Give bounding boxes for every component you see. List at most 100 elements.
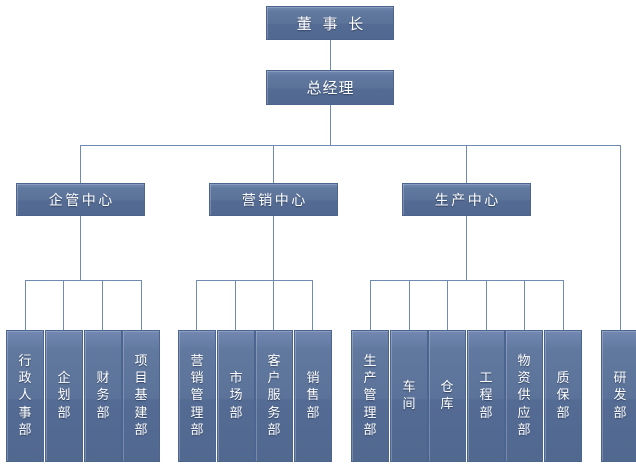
node-dept-marketing-mgmt[interactable]: 营 销 管 理 部 (178, 330, 216, 462)
char: 物 (517, 354, 531, 370)
connector-group-production-drop-1 (370, 280, 371, 330)
char: 部 (96, 405, 110, 421)
connector-group-admin-drop-2 (63, 280, 64, 330)
connector-main-bus (80, 145, 620, 146)
connector-group-production-drop-5 (524, 280, 525, 330)
char: 供 (517, 388, 531, 404)
connector-group-production-drop-6 (563, 280, 564, 330)
char: 部 (556, 405, 570, 421)
char: 管 (363, 388, 377, 404)
char: 部 (517, 422, 531, 438)
connector-group-production-drop-2 (409, 280, 410, 330)
char: 财 (96, 371, 110, 387)
char: 部 (613, 405, 627, 421)
char: 行 (18, 354, 32, 370)
connector-gm-drop (330, 105, 331, 145)
char: 理 (190, 405, 204, 421)
node-dept-project-construction[interactable]: 项 目 基 建 部 (122, 330, 160, 462)
char: 间 (402, 397, 416, 412)
char: 售 (306, 388, 320, 404)
node-dept-material-supply[interactable]: 物 资 供 应 部 (505, 330, 543, 462)
char: 销 (306, 371, 320, 387)
node-center-production-label: 生产中心 (434, 192, 501, 209)
connector-center-admin-drop (80, 216, 81, 280)
node-center-admin[interactable]: 企管中心 (16, 183, 145, 216)
connector-group-marketing-drop-3 (273, 280, 274, 330)
char: 企 (57, 371, 71, 387)
connector-group-marketing-drop-1 (196, 280, 197, 330)
char: 质 (556, 371, 570, 387)
char: 部 (18, 422, 32, 438)
node-dept-market[interactable]: 市 场 部 (217, 330, 255, 462)
char: 户 (267, 371, 281, 387)
char: 服 (267, 388, 281, 404)
char: 政 (18, 371, 32, 387)
char: 场 (229, 388, 243, 404)
connector-group-admin-drop-3 (102, 280, 103, 330)
char: 工 (479, 371, 493, 387)
connector-group-production-bus (370, 280, 563, 281)
node-dept-production-mgmt[interactable]: 生 产 管 理 部 (351, 330, 389, 462)
char: 部 (134, 422, 148, 438)
char: 产 (363, 371, 377, 387)
connector-group-production-drop-3 (447, 280, 448, 330)
char: 市 (229, 371, 243, 387)
char: 目 (134, 371, 148, 387)
connector-chairman-to-gm (330, 40, 331, 70)
node-center-marketing-label: 营销中心 (241, 192, 308, 209)
node-general-manager-label: 总经理 (306, 79, 355, 97)
node-dept-engineering[interactable]: 工 程 部 (467, 330, 505, 462)
char: 人 (18, 388, 32, 404)
node-dept-customer-service[interactable]: 客 户 服 务 部 (255, 330, 293, 462)
node-dept-admin-hr[interactable]: 行 政 人 事 部 (6, 330, 44, 462)
char: 管 (190, 388, 204, 404)
char: 务 (267, 405, 281, 421)
node-dept-planning[interactable]: 企 划 部 (45, 330, 83, 462)
connector-group-marketing-bus (196, 280, 312, 281)
char: 部 (267, 422, 281, 438)
char: 营 (190, 354, 204, 370)
char: 部 (229, 405, 243, 421)
char: 部 (306, 405, 320, 421)
node-dept-sales[interactable]: 销 售 部 (294, 330, 332, 462)
char: 生 (363, 354, 377, 370)
char: 销 (190, 371, 204, 387)
node-center-admin-label: 企管中心 (48, 192, 115, 209)
node-chairman-label: 董 事 长 (296, 14, 367, 33)
char: 发 (613, 388, 627, 404)
node-dept-rnd[interactable]: 研 发 部 (601, 330, 636, 462)
char: 应 (517, 405, 531, 421)
char: 划 (57, 388, 71, 404)
node-chairman[interactable]: 董 事 长 (266, 6, 394, 40)
node-dept-warehouse[interactable]: 仓 库 (428, 330, 466, 462)
char: 仓 (440, 379, 454, 395)
char: 保 (556, 388, 570, 404)
node-dept-quality[interactable]: 质 保 部 (544, 330, 582, 462)
char: 部 (57, 405, 71, 421)
node-center-marketing[interactable]: 营销中心 (209, 183, 338, 216)
char: 部 (190, 422, 204, 438)
connector-bus-to-center-marketing (273, 145, 274, 183)
connector-bus-to-center-production (466, 145, 467, 183)
char: 资 (517, 371, 531, 387)
connector-group-marketing-drop-4 (312, 280, 313, 330)
char: 建 (134, 405, 148, 421)
char: 部 (479, 405, 493, 421)
connector-bus-to-rnd (620, 145, 621, 330)
char: 研 (613, 371, 627, 387)
char: 事 (18, 405, 32, 421)
node-dept-finance[interactable]: 财 务 部 (84, 330, 122, 462)
char: 程 (479, 388, 493, 404)
node-general-manager[interactable]: 总经理 (266, 70, 394, 105)
connector-center-production-drop (466, 216, 467, 280)
connector-group-production-drop-4 (486, 280, 487, 330)
char: 务 (96, 388, 110, 404)
char: 基 (134, 388, 148, 404)
connector-group-admin-bus (25, 280, 141, 281)
char: 车 (402, 379, 416, 395)
node-center-production[interactable]: 生产中心 (402, 183, 531, 216)
connector-group-admin-drop-4 (141, 280, 142, 330)
char: 部 (363, 422, 377, 438)
node-dept-workshop[interactable]: 车 间 (390, 330, 428, 462)
